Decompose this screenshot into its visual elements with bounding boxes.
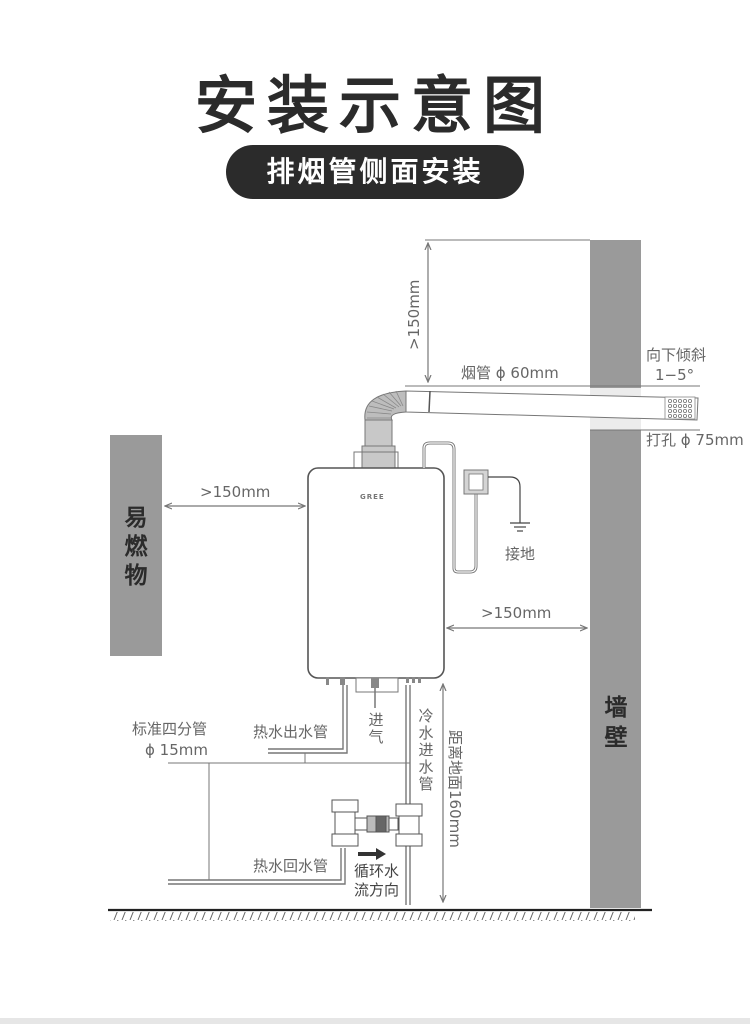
cold-water-label-2: 水 [418, 724, 434, 742]
flammable-material-block [110, 435, 162, 656]
tilt-label-line1: 向下倾斜 [646, 346, 707, 364]
flammable-label-3: 物 [124, 563, 148, 589]
standard-pipe-label-line1: 标准四分管 [132, 720, 208, 738]
wall-block-lower [590, 430, 641, 908]
floor-distance-label: 距离地面160mm [446, 730, 464, 848]
cold-water-inlet-pipe [405, 685, 411, 905]
bottom-divider [0, 1018, 750, 1024]
hot-water-outlet-label: 热水出水管 [253, 723, 329, 741]
brand-logo: GREE [360, 493, 385, 501]
flammable-label-2: 燃 [124, 534, 148, 560]
left-clearance-label: >150mm [200, 483, 271, 501]
heater-bottom-fittings [326, 677, 421, 693]
ground-symbol [510, 522, 530, 532]
tilt-label-line2: 1−5° [655, 366, 695, 384]
flue-pipe-label: 烟管 ϕ 60mm [461, 364, 559, 382]
top-clearance-label: >150mm [405, 279, 423, 350]
flow-direction-arrow [358, 848, 386, 860]
wall-label-2: 壁 [604, 725, 628, 751]
gas-inlet-label-2: 气 [368, 728, 384, 746]
wall-label-1: 墙 [604, 695, 628, 721]
subtitle-badge: 排烟管侧面安装 [226, 145, 524, 199]
hot-water-return-pipe [168, 848, 346, 885]
ground-wire [488, 476, 521, 523]
drill-hole-label: 打孔 ϕ 75mm [646, 431, 744, 449]
cold-water-label-4: 水 [418, 758, 434, 776]
standard-pipe-label-line2: ϕ 15mm [145, 741, 208, 759]
circulation-valve [331, 799, 423, 847]
circulation-label-line2: 流方向 [354, 881, 400, 899]
flammable-label-1: 易 [124, 505, 148, 531]
cold-water-label-5: 管 [418, 775, 434, 793]
hot-water-return-label: 热水回水管 [253, 857, 329, 875]
cold-water-label-3: 进 [418, 741, 434, 759]
flue-pipe [405, 390, 699, 421]
wall-block-upper [590, 240, 641, 388]
floor-hatch [110, 912, 635, 921]
circulation-label-line1: 循环水 [354, 862, 400, 880]
right-clearance-label: >150mm [481, 604, 552, 622]
cold-water-label-1: 冷 [418, 707, 434, 725]
flue-elbow [353, 390, 407, 469]
gas-inlet-label-1: 进 [368, 711, 384, 729]
ground-label: 接地 [505, 545, 536, 563]
hot-water-outlet-pipe [268, 685, 348, 754]
page-title: 安装示意图 [194, 69, 555, 142]
